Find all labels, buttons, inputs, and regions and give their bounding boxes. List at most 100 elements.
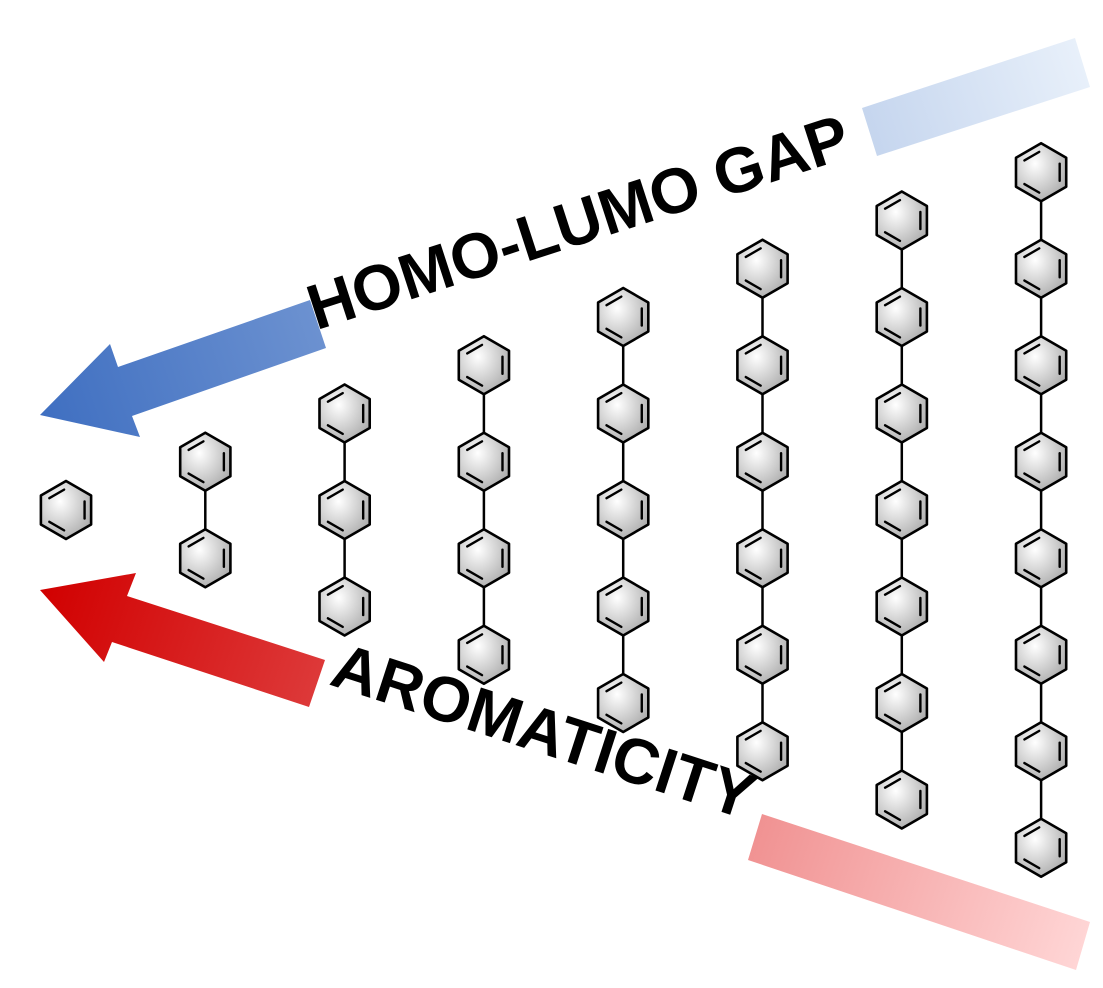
double-bond-line <box>465 536 484 548</box>
double-bond-line <box>883 681 902 693</box>
double-bond-line <box>1023 440 1041 452</box>
benzene-ring-icon <box>875 576 929 637</box>
double-bond-line <box>744 568 762 580</box>
double-bond-line <box>465 633 484 645</box>
double-bond-line <box>883 520 902 532</box>
double-bond-line <box>744 343 762 355</box>
double-bond-line <box>326 584 344 596</box>
double-bond-line <box>605 681 623 693</box>
double-bond-line <box>883 424 902 436</box>
benzene-ring-icon <box>318 479 372 541</box>
benzene-ring-icon <box>875 479 929 541</box>
molecule-5-rings <box>596 286 650 734</box>
benzene-ring-icon <box>457 334 511 396</box>
benzene-ring-icon <box>875 286 929 348</box>
benzene-ring-icon <box>457 431 511 493</box>
benzene-ring-icon <box>1014 141 1068 203</box>
double-bond-line <box>187 472 205 484</box>
benzene-ring-icon <box>736 431 789 493</box>
double-bond-line <box>1023 247 1041 259</box>
homo-lumo-arrow-tail <box>862 38 1090 156</box>
double-bond-line <box>1023 568 1041 580</box>
double-bond-line <box>883 198 902 210</box>
double-bond-line <box>883 488 902 500</box>
double-bond-line <box>1023 182 1041 194</box>
molecule-series <box>39 141 1068 879</box>
molecule-7-rings <box>875 190 929 830</box>
double-bond-line <box>744 665 762 677</box>
double-bond-line <box>465 472 484 484</box>
double-bond-line <box>605 295 623 307</box>
double-bond-line <box>744 472 762 484</box>
benzene-ring-icon <box>875 190 929 251</box>
arrow-left-icon <box>40 300 326 437</box>
benzene-ring-icon <box>1014 431 1068 493</box>
benzene-ring-icon <box>318 383 372 444</box>
aromaticity-arrow-tail <box>748 814 1090 970</box>
double-bond-line <box>48 520 66 532</box>
double-bond-line <box>605 391 623 403</box>
benzene-ring-icon <box>318 576 372 637</box>
double-bond-line <box>326 520 344 532</box>
double-bond-line <box>1023 536 1041 548</box>
double-bond-line <box>1023 761 1041 773</box>
homo-lumo-arrow <box>40 38 1090 437</box>
double-bond-line <box>326 488 344 500</box>
double-bond-line <box>744 729 762 741</box>
double-bond-line <box>605 327 623 339</box>
homo-lumo-gap-label: HOMO-LUMO GAP <box>298 100 858 343</box>
double-bond-line <box>883 617 902 629</box>
benzene-ring-icon <box>736 720 789 782</box>
benzene-ring-icon <box>875 769 929 830</box>
double-bond-line <box>883 810 902 822</box>
double-bond-line <box>744 440 762 452</box>
double-bond-line <box>465 665 484 677</box>
benzene-ring-icon <box>1014 238 1068 300</box>
benzene-ring-icon <box>178 527 232 589</box>
benzene-ring-icon <box>736 238 789 300</box>
double-bond-line <box>465 343 484 355</box>
double-bond-line <box>326 424 344 436</box>
benzene-ring-icon <box>596 286 650 348</box>
double-bond-line <box>605 488 623 500</box>
double-bond-line <box>1023 279 1041 291</box>
molecule-3-rings <box>318 383 372 637</box>
arrow-left-icon <box>40 573 325 707</box>
double-bond-line <box>744 633 762 645</box>
double-bond-line <box>1023 150 1041 162</box>
benzene-ring-icon <box>1014 334 1068 396</box>
molecule-4-rings <box>457 334 511 686</box>
benzene-ring-icon <box>596 576 650 637</box>
molecule-2-rings <box>178 431 232 589</box>
molecule-6-rings <box>736 238 789 782</box>
double-bond-line <box>1023 633 1041 645</box>
double-bond-line <box>744 761 762 773</box>
double-bond-line <box>1023 858 1041 870</box>
double-bond-line <box>883 327 902 339</box>
double-bond-line <box>326 617 344 629</box>
double-bond-line <box>744 375 762 387</box>
benzene-ring-icon <box>1014 817 1068 879</box>
benzene-ring-icon <box>457 527 511 589</box>
double-bond-line <box>1023 826 1041 838</box>
double-bond-line <box>465 440 484 452</box>
benzene-ring-icon <box>178 431 232 493</box>
double-bond-line <box>187 536 205 548</box>
double-bond-line <box>1023 472 1041 484</box>
benzene-ring-icon <box>457 624 511 686</box>
benzene-ring-icon <box>736 334 789 396</box>
benzene-ring-icon <box>596 672 650 734</box>
benzene-ring-icon <box>596 479 650 541</box>
double-bond-line <box>187 568 205 580</box>
double-bond-line <box>883 777 902 789</box>
benzene-ring-icon <box>596 383 650 444</box>
double-bond-line <box>605 713 623 725</box>
double-bond-line <box>326 391 344 403</box>
double-bond-line <box>744 279 762 291</box>
double-bond-line <box>883 231 902 243</box>
double-bond-line <box>883 713 902 725</box>
double-bond-line <box>465 568 484 580</box>
double-bond-line <box>1023 665 1041 677</box>
